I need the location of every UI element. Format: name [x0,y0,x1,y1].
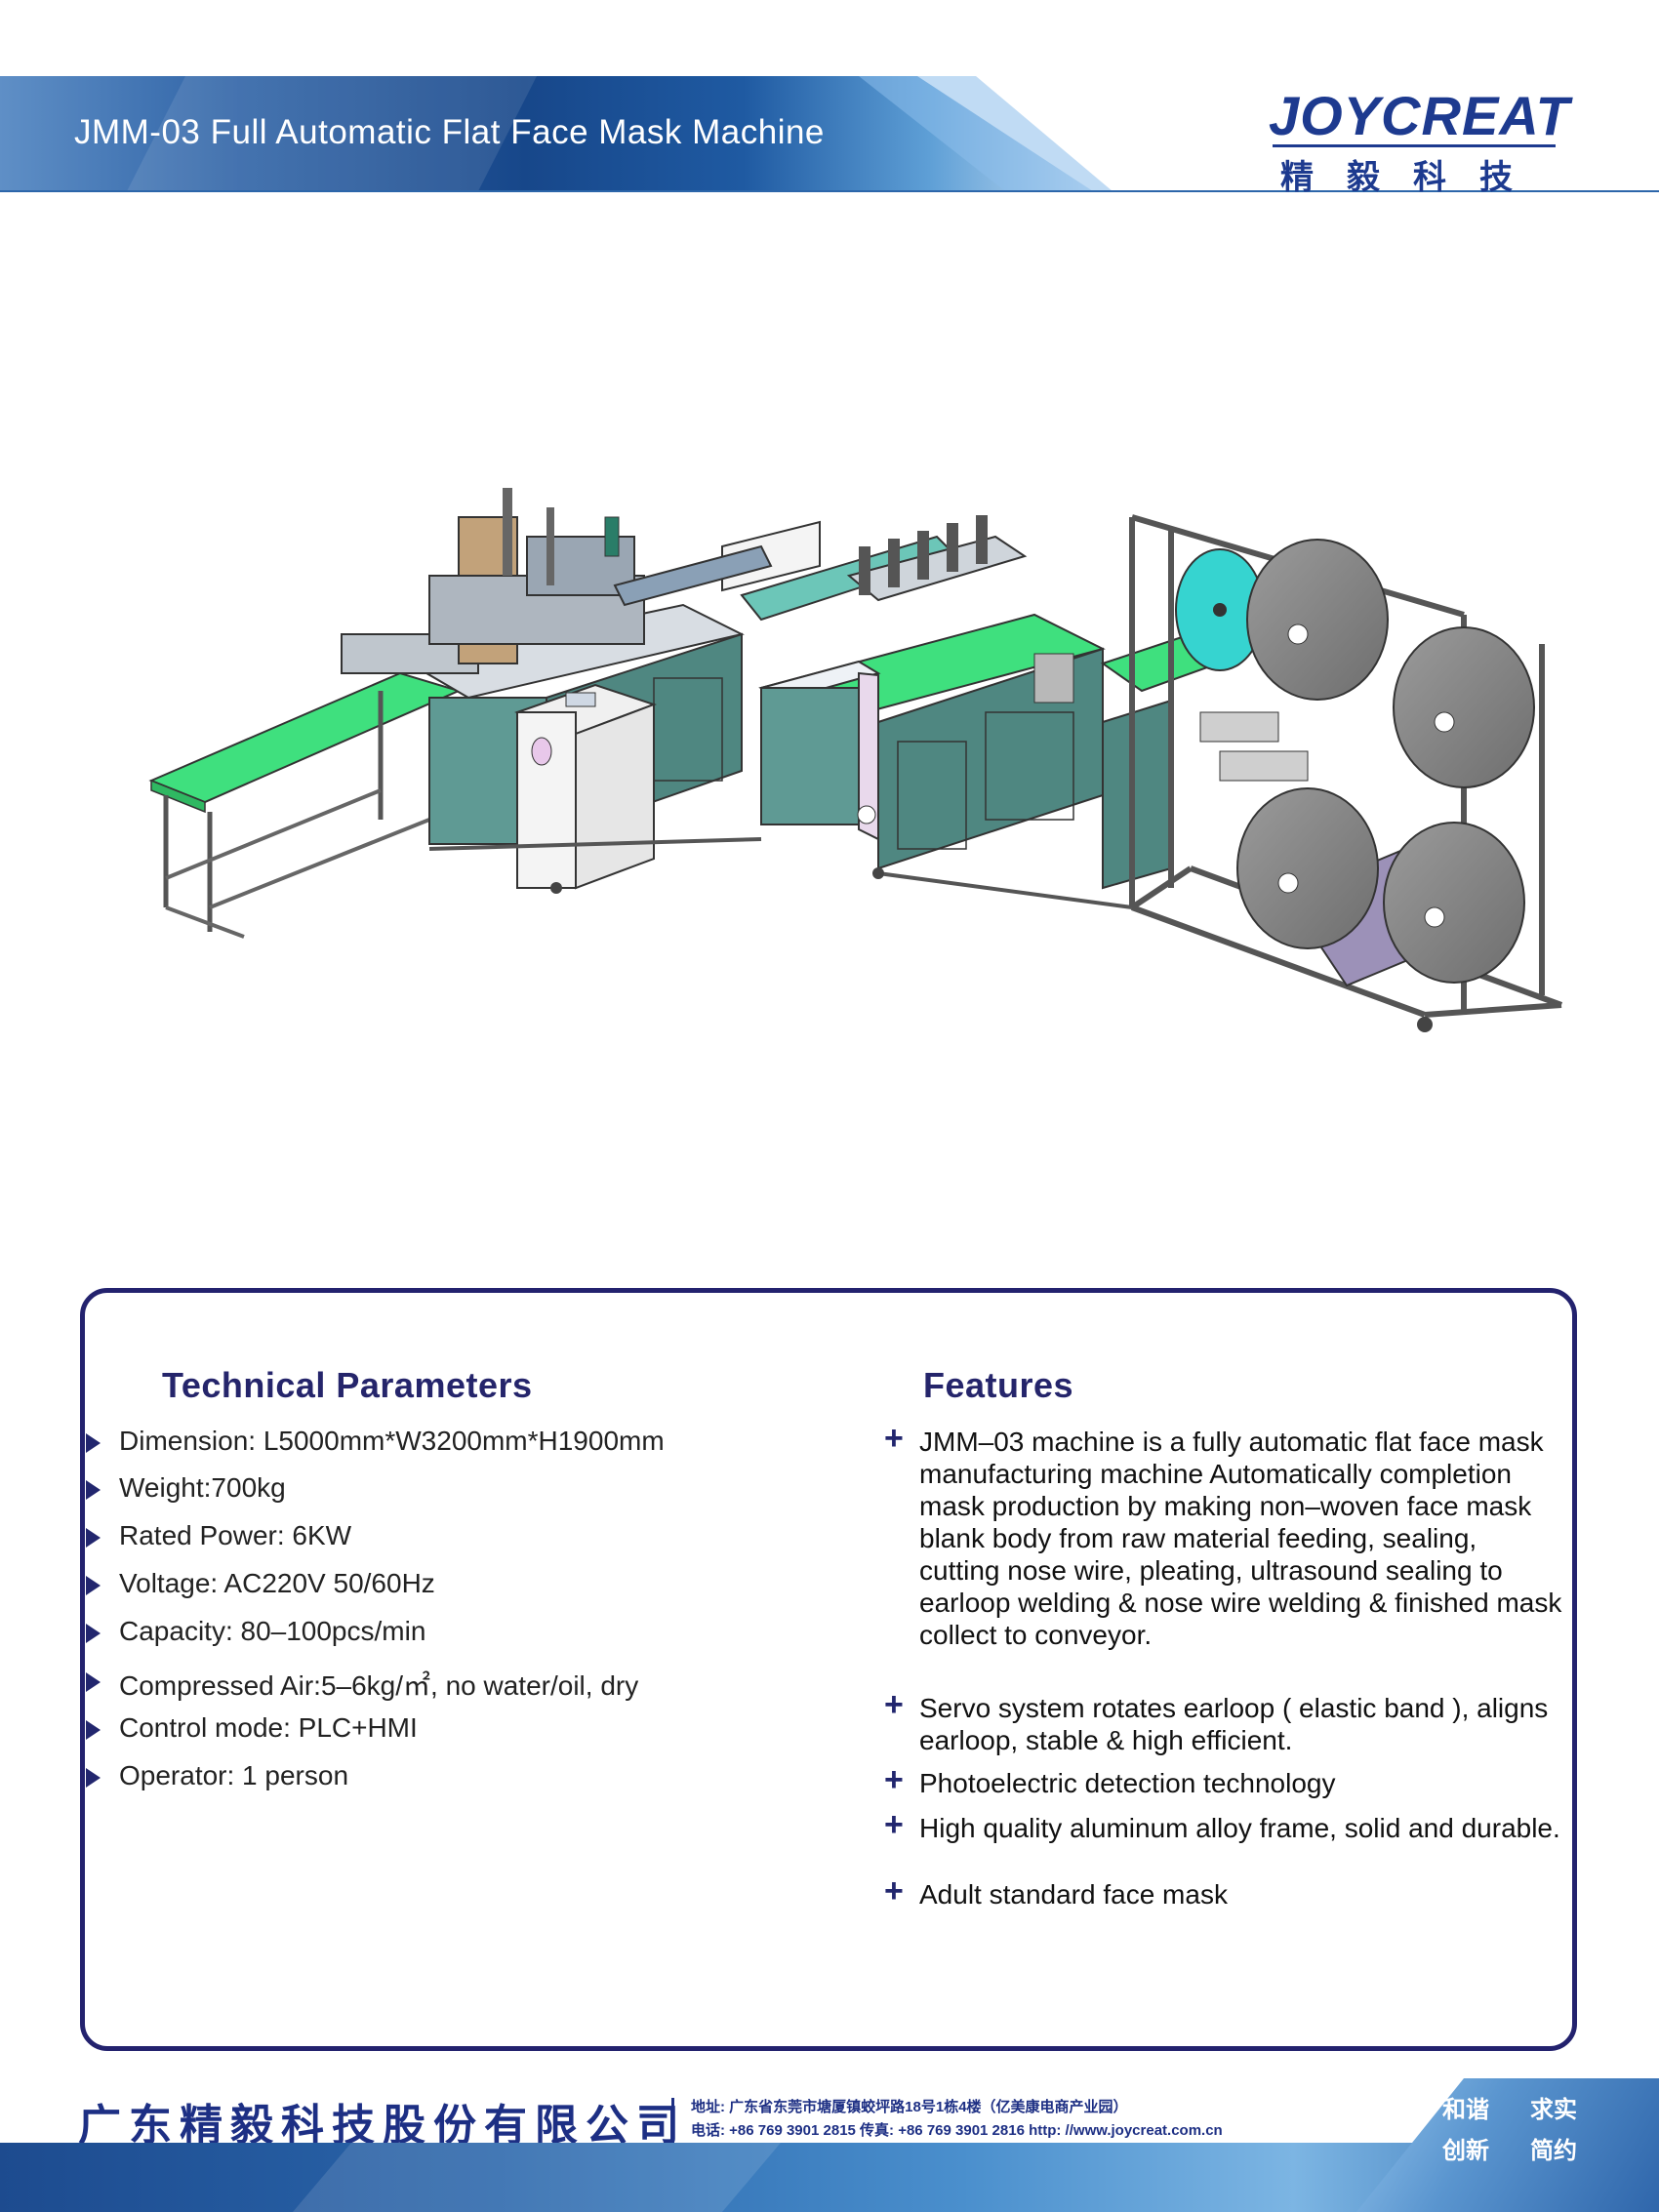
parameter-text: Control mode: PLC+HMI [119,1712,418,1743]
parameter-item: Rated Power: 6KW [86,1520,352,1551]
footer-banner [0,2143,1659,2212]
header-banner-highlight [127,76,537,191]
material-rolls [1236,539,1535,984]
feature-item: + Photoelectric detection technology [884,1763,1563,1799]
parameter-item: Capacity: 80–100pcs/min [86,1616,426,1647]
parameter-text: Rated Power: 6KW [119,1520,352,1550]
feature-text: Servo system rotates earloop ( elastic b… [919,1693,1549,1755]
triangle-bullet-icon [86,1768,101,1788]
company-name-chinese: 广东精毅科技股份有限公司 [78,2102,687,2150]
triangle-bullet-icon [86,1433,101,1453]
triangle-bullet-icon [86,1624,101,1643]
plus-bullet-icon: + [884,1806,904,1843]
feature-item: + Servo system rotates earloop ( elastic … [884,1688,1563,1756]
feature-item: + High quality aluminum alloy frame, soli… [884,1808,1563,1844]
header-banner [0,76,1659,191]
motto-realistic: 求实 [1530,2097,1577,2123]
specification-card [80,1288,1577,2051]
company-address: 地址: 广东省东莞市塘厦镇蛟坪路18号1栋4楼（亿美康电商产业园） [691,2099,1128,2115]
triangle-bullet-icon [86,1720,101,1740]
output-conveyor [148,671,462,939]
feature-text: Adult standard face mask [919,1879,1228,1910]
parameter-item: Operator: 1 person [86,1760,349,1791]
triangle-bullet-icon [86,1528,101,1548]
brand-logo-chinese: 精毅科技 [1280,159,1546,196]
feature-item: + JMM–03 machine is a fully automatic fl… [884,1422,1563,1651]
feature-text: High quality aluminum alloy frame, solid… [919,1813,1560,1843]
footer-divider [671,2098,674,2143]
motto-innovation: 创新 [1442,2138,1489,2164]
motto-simplicity: 简约 [1530,2138,1577,2164]
parameter-item: Control mode: PLC+HMI [86,1712,418,1744]
parameter-text: Dimension: L5000mm*W3200mm*H1900mm [119,1426,665,1456]
face-mask-machine-illustration [148,488,1563,1032]
plus-bullet-icon: + [884,1761,904,1798]
feature-text: JMM–03 machine is a fully automatic flat… [919,1427,1562,1650]
parameter-item: Compressed Air:5–6kg/㎡, no water/oil, dr… [86,1665,639,1704]
plus-bullet-icon: + [884,1686,904,1723]
technical-parameters-heading: Technical Parameters [162,1365,533,1405]
parameter-text: Compressed Air:5–6kg/㎡, no water/oil, dr… [119,1670,639,1701]
feature-text: Photoelectric detection technology [919,1768,1336,1798]
page-title: JMM-03 Full Automatic Flat Face Mask Mac… [74,113,825,151]
triangle-bullet-icon [86,1576,101,1595]
parameter-item: Dimension: L5000mm*W3200mm*H1900mm [86,1426,665,1457]
parameter-text: Voltage: AC220V 50/60Hz [119,1568,435,1598]
parameter-item: Voltage: AC220V 50/60Hz [86,1568,435,1599]
triangle-bullet-icon [86,1480,101,1500]
triangle-bullet-icon [86,1672,101,1692]
parameter-text: Weight:700kg [119,1472,286,1503]
header-rule [0,190,1659,192]
base-rails [428,837,1433,1032]
parameter-text: Capacity: 80–100pcs/min [119,1616,426,1646]
pleating-station [758,515,1106,870]
features-heading: Features [923,1365,1074,1405]
brand-logo-rule [1273,144,1556,147]
motto-harmony: 和谐 [1442,2097,1489,2123]
plus-bullet-icon: + [884,1872,904,1910]
footer-banner-highlight [293,2143,781,2212]
company-contact: 电话: +86 769 3901 2815 传真: +86 769 3901 2… [691,2122,1223,2139]
parameter-text: Operator: 1 person [119,1760,349,1790]
plus-bullet-icon: + [884,1420,904,1457]
parameter-item: Weight:700kg [86,1472,286,1504]
control-cabinet [514,683,657,890]
brand-logo-text: JOYCREAT [1269,85,1570,146]
feature-item: + Adult standard face mask [884,1874,1563,1910]
